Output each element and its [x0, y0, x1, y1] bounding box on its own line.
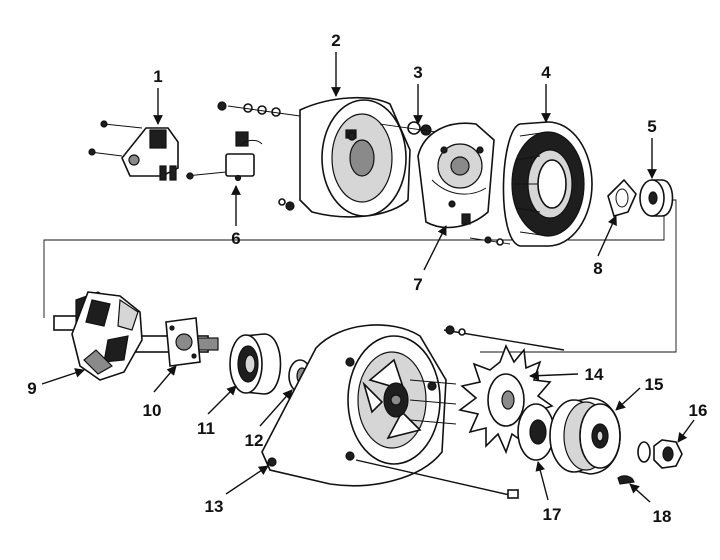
callout-4: 4	[541, 63, 551, 82]
part-woodruff-key	[617, 475, 635, 485]
callout-labels: 1 2 3 4 5 6 7 8 9 10 11 12 13 14 15 16 1…	[27, 31, 707, 526]
part-pulley	[549, 397, 621, 475]
leader-lines	[41, 52, 695, 503]
callout-7: 7	[413, 275, 422, 294]
stator-fasteners	[217, 101, 301, 211]
part-front-bearing	[229, 333, 282, 395]
callout-16: 16	[689, 401, 708, 420]
callout-9: 9	[27, 379, 36, 398]
part-bolt	[379, 121, 451, 136]
callout-2: 2	[331, 31, 340, 50]
callout-17: 17	[543, 505, 562, 524]
part-shim	[607, 178, 637, 217]
callout-12: 12	[245, 431, 264, 450]
callout-15: 15	[645, 375, 664, 394]
through-bolts	[355, 325, 565, 499]
callout-10: 10	[143, 401, 162, 420]
part-front-housing	[261, 324, 457, 487]
part-rear-bearing	[639, 179, 674, 217]
callout-3: 3	[413, 63, 422, 82]
part-bearing-retainer	[165, 317, 201, 367]
part-nut	[637, 439, 683, 469]
part-rectifier	[417, 122, 511, 246]
callout-18: 18	[653, 507, 672, 526]
callout-13: 13	[205, 497, 224, 516]
callout-11: 11	[197, 419, 215, 438]
part-rear-housing	[299, 96, 411, 218]
callout-14: 14	[585, 365, 604, 384]
part-capacitor	[185, 131, 263, 182]
callout-1: 1	[153, 67, 162, 86]
callout-5: 5	[647, 117, 656, 136]
part-fan-spacer	[517, 403, 555, 461]
part-stator	[502, 121, 593, 247]
part-rotor	[53, 291, 219, 381]
callout-8: 8	[593, 259, 602, 278]
part-voltage-regulator	[88, 120, 179, 181]
callout-6: 6	[231, 229, 240, 248]
